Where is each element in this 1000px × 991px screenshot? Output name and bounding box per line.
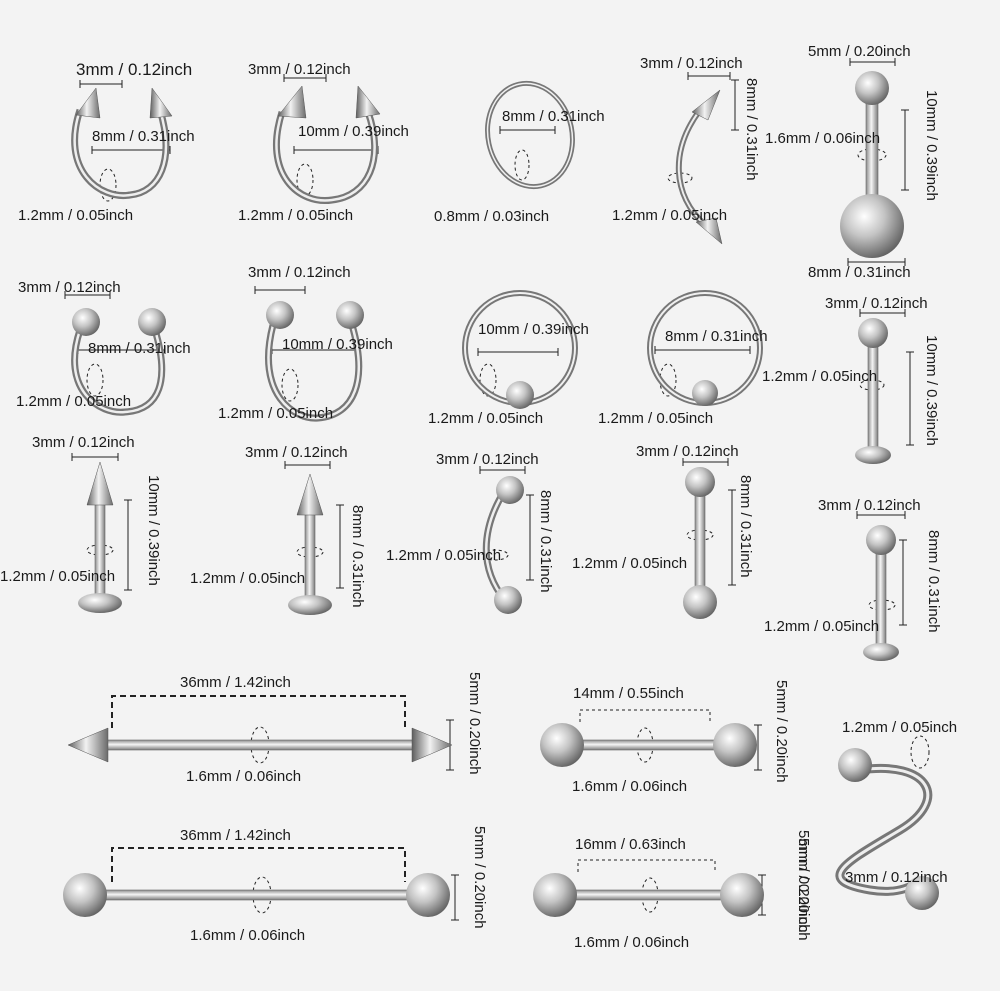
item-18-label-0: 36mm / 1.42inch — [180, 827, 291, 844]
item-12-label-1: 1.2mm / 0.05inch — [386, 547, 502, 564]
item-15-label-0: 36mm / 1.42inch — [180, 674, 291, 691]
item-19-label-2: 5mm / 0.20inch — [795, 838, 812, 941]
item-7-label-0: 10mm / 0.39inch — [478, 321, 589, 338]
item-0-label-2: 1.2mm / 0.05inch — [18, 207, 134, 224]
item-17-label-1: 3mm / 0.12inch — [845, 869, 948, 886]
item-0-label-1: 8mm / 0.31inch — [92, 128, 195, 145]
item-14-label-1: 8mm / 0.31inch — [925, 530, 942, 633]
item-13-label-1: 1.2mm / 0.05inch — [572, 555, 688, 572]
item-6-label-0: 3mm / 0.12inch — [248, 264, 351, 281]
item-5-label-2: 1.2mm / 0.05inch — [16, 393, 132, 410]
item-15-label-1: 1.6mm / 0.06inch — [186, 768, 302, 785]
item-18-label-2: 1.6mm / 0.06inch — [190, 927, 306, 944]
item-1-label-2: 1.2mm / 0.05inch — [238, 207, 354, 224]
item-8-label-0: 8mm / 0.31inch — [665, 328, 768, 345]
item-10-label-1: 1.2mm / 0.05inch — [0, 568, 116, 585]
item-19-label-1: 1.6mm / 0.06inch — [574, 934, 690, 951]
item-0-label-0: 3mm / 0.12inch — [76, 60, 193, 79]
item-17-label-0: 1.2mm / 0.05inch — [842, 719, 958, 736]
item-4-label-3: 8mm / 0.31inch — [808, 264, 911, 281]
item-12-label-2: 8mm / 0.31inch — [537, 490, 554, 593]
item-15-label-2: 5mm / 0.20inch — [466, 672, 483, 775]
item-1-label-1: 10mm / 0.39inch — [298, 123, 409, 140]
item-13-label-0: 3mm / 0.12inch — [636, 443, 739, 460]
item-5-label-0: 3mm / 0.12inch — [18, 279, 121, 296]
item-8-label-1: 1.2mm / 0.05inch — [598, 410, 714, 427]
item-3-label-1: 8mm / 0.31inch — [743, 78, 760, 181]
jewelry-shapes — [63, 71, 939, 917]
item-16-label-0: 14mm / 0.55inch — [573, 685, 684, 702]
item-4-label-1: 1.6mm / 0.06inch — [765, 130, 881, 147]
item-14-label-2: 1.2mm / 0.05inch — [764, 618, 880, 635]
item-9-label-2: 10mm / 0.39inch — [923, 335, 940, 446]
item-11-label-0: 3mm / 0.12inch — [245, 444, 348, 461]
item-3-label-0: 3mm / 0.12inch — [640, 55, 743, 72]
item-11-label-1: 1.2mm / 0.05inch — [190, 570, 306, 587]
item-6-label-1: 10mm / 0.39inch — [282, 336, 393, 353]
item-4-label-0: 5mm / 0.20inch — [808, 43, 911, 60]
item-9-label-1: 1.2mm / 0.05inch — [762, 368, 878, 385]
item-9-label-0: 3mm / 0.12inch — [825, 295, 928, 312]
item-16-label-1: 5mm / 0.20inch — [773, 680, 790, 783]
item-18-label-1: 5mm / 0.20inch — [471, 826, 488, 929]
item-2-label-0: 8mm / 0.31inch — [502, 108, 605, 125]
item-6-label-2: 1.2mm / 0.05inch — [218, 405, 334, 422]
item-14-label-0: 3mm / 0.12inch — [818, 497, 921, 514]
item-5-label-1: 8mm / 0.31inch — [88, 340, 191, 357]
item-16-label-2: 1.6mm / 0.06inch — [572, 778, 688, 795]
item-13-label-2: 8mm / 0.31inch — [737, 475, 754, 578]
item-1-label-0: 3mm / 0.12inch — [248, 61, 351, 78]
item-3-label-2: 1.2mm / 0.05inch — [612, 207, 728, 224]
item-7-label-1: 1.2mm / 0.05inch — [428, 410, 544, 427]
item-10-label-2: 10mm / 0.39inch — [145, 475, 162, 586]
item-4-label-2: 10mm / 0.39inch — [923, 90, 940, 201]
item-10-label-0: 3mm / 0.12inch — [32, 434, 135, 451]
item-11-label-2: 8mm / 0.31inch — [349, 505, 366, 608]
item-19-label-0: 16mm / 0.63inch — [575, 836, 686, 853]
item-2-label-1: 0.8mm / 0.03inch — [434, 208, 550, 225]
item-12-label-0: 3mm / 0.12inch — [436, 451, 539, 468]
